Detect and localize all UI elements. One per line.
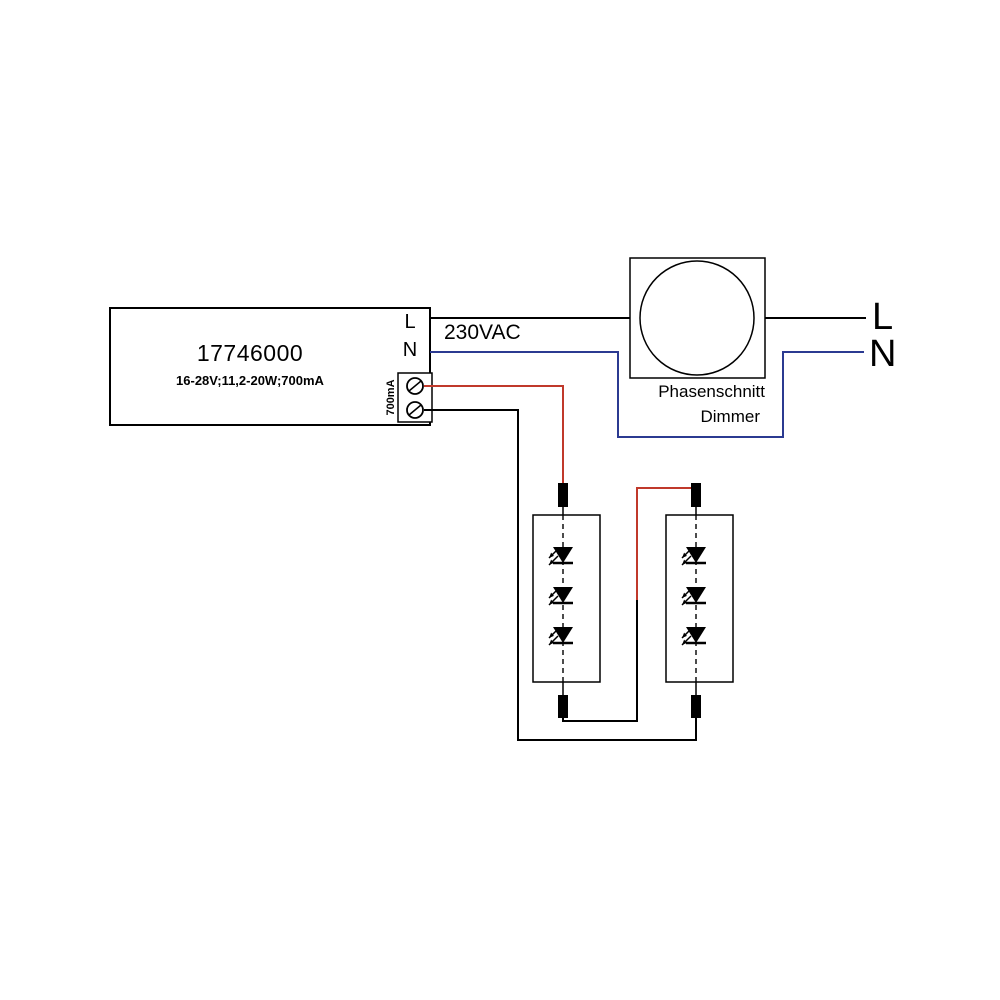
led-return-wire: [424, 409, 697, 741]
led-strip-1: [532, 514, 601, 683]
led-strip-2: [665, 514, 734, 683]
connector-block-icon: [558, 483, 568, 507]
dimmer-label-line1: Phasenschnitt: [658, 382, 765, 401]
dimmer-label-line2: Dimmer: [700, 407, 761, 426]
neutral-wire: [430, 351, 864, 438]
connector-block-icon: [558, 695, 568, 718]
screw-slot-icon: [408, 380, 422, 392]
connector-block-icon: [691, 483, 701, 507]
driver-part-number: 17746000: [196, 340, 304, 366]
led-positive-wire: [424, 385, 564, 483]
driver-terminal-n-label: N: [402, 339, 418, 361]
driver-output-current-label: 700mA: [385, 379, 397, 416]
mains-voltage-label: 230VAC: [444, 321, 521, 344]
dimmer-knob-icon: [639, 260, 755, 376]
mains-neutral-label: N: [869, 333, 897, 375]
led-driver-box: [109, 307, 431, 426]
driver-terminal-l-label: L: [404, 311, 416, 333]
connector-block-icon: [691, 695, 701, 718]
driver-specs: 16-28V;11,2-20W;700mA: [176, 373, 324, 388]
series-link-wire-black: [562, 598, 638, 722]
mains-line-label: L: [872, 296, 894, 338]
screw-slot-icon: [408, 404, 422, 416]
series-link-wire-red: [636, 487, 692, 600]
